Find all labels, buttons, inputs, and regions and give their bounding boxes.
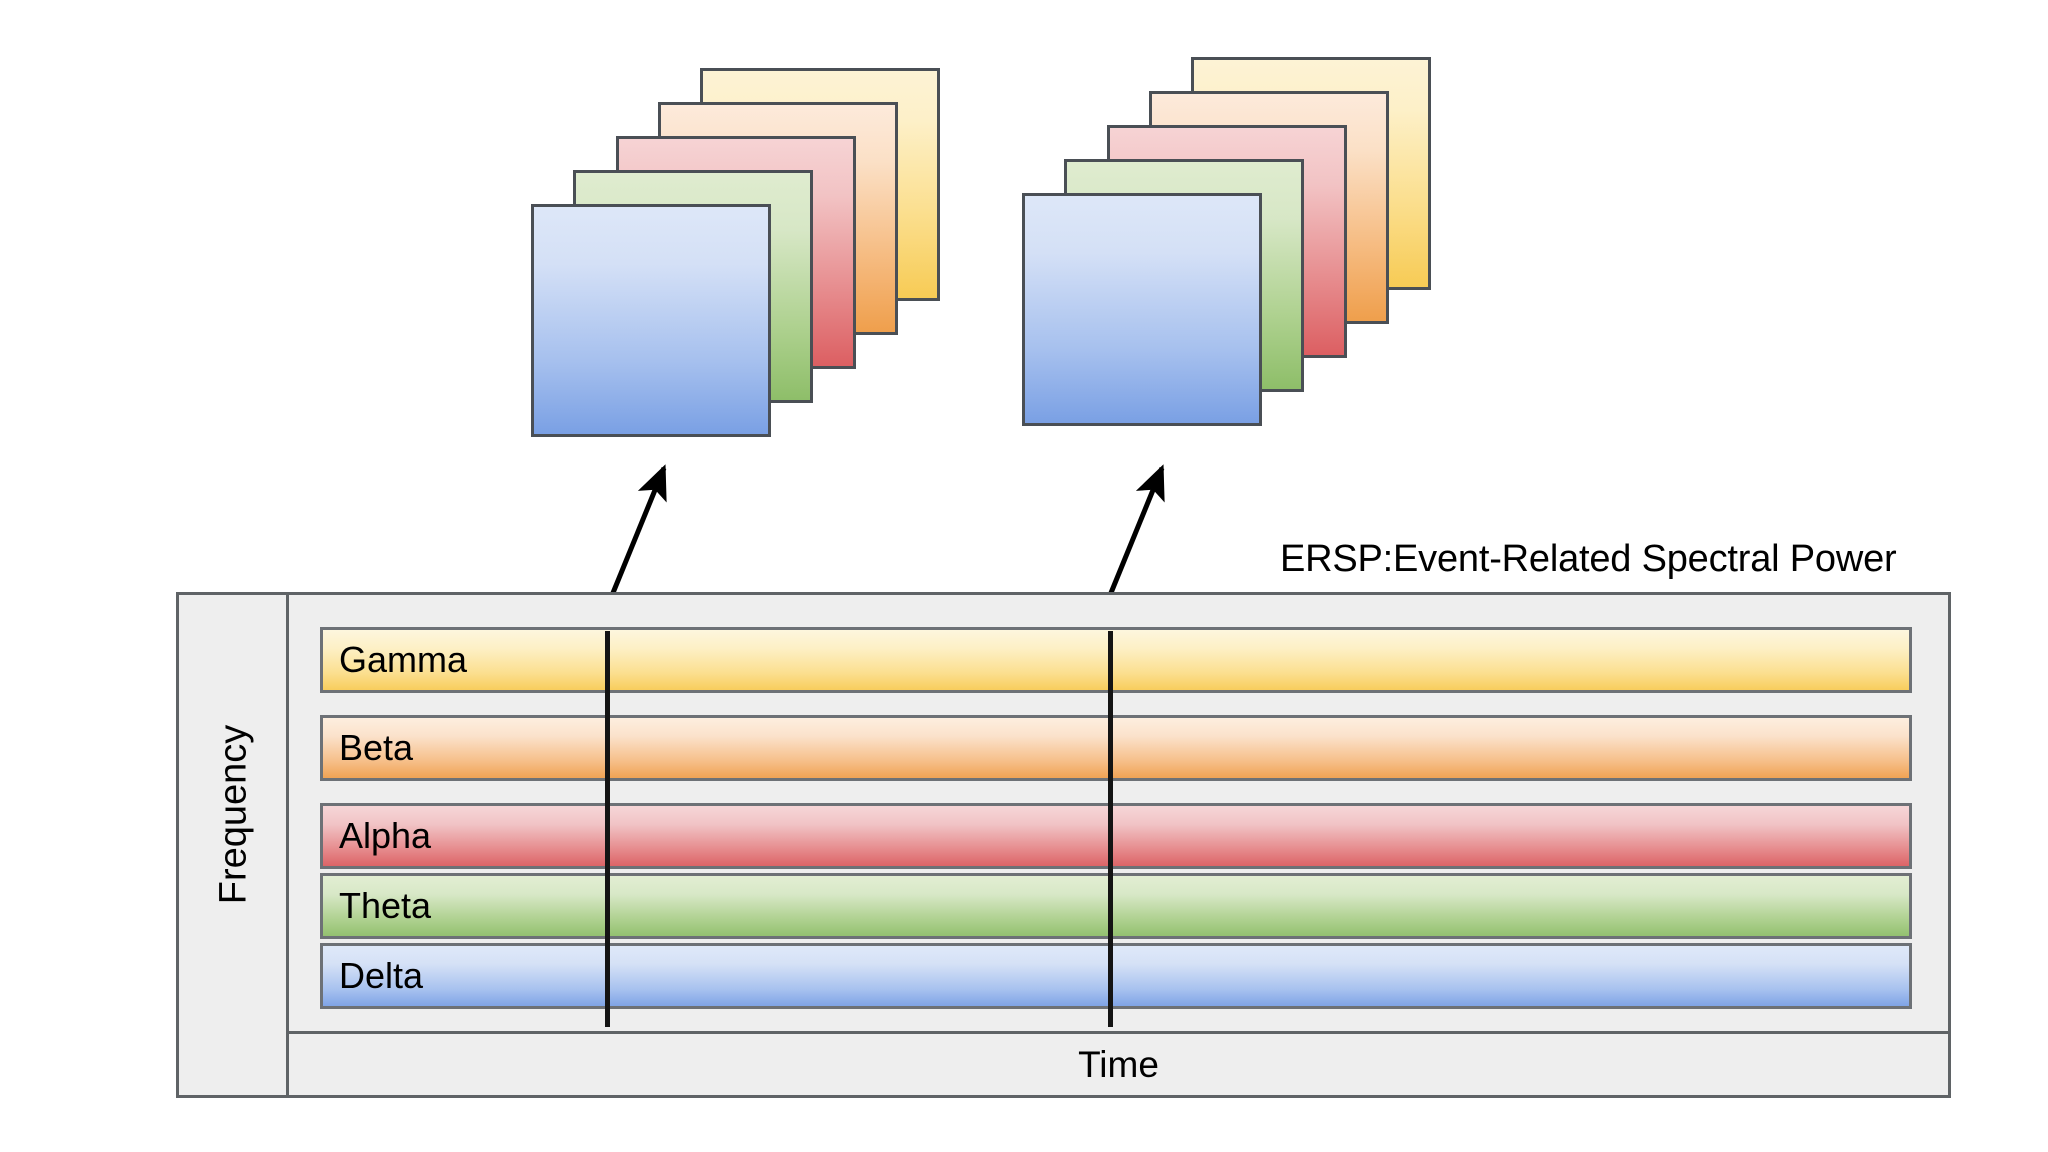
band-gamma[interactable]: Gamma: [320, 627, 1912, 693]
band-alpha[interactable]: Alpha: [320, 803, 1912, 869]
frequency-axis-column: Frequency: [179, 595, 289, 1095]
time-marker-1[interactable]: [605, 631, 610, 1027]
band-alpha-label: Alpha: [339, 815, 432, 856]
band-delta[interactable]: Delta: [320, 943, 1912, 1009]
band-theta[interactable]: Theta: [320, 873, 1912, 939]
frequency-axis-label-wrap: Frequency: [179, 595, 289, 1034]
spectral-snapshot-right: [1022, 57, 1431, 437]
band-beta-label: Beta: [339, 727, 414, 768]
frequency-band-area: Gamma Beta Alpha Theta Delta: [289, 595, 1948, 1034]
spectral-snapshot-left: [531, 68, 940, 448]
ersp-caption: ERSP:Event-Related Spectral Power: [1280, 538, 1897, 580]
arrow-marker2-to-right-stack: [1101, 464, 1165, 611]
band-theta-label: Theta: [339, 885, 432, 926]
arrow-marker1-to-left-stack: [603, 464, 667, 611]
time-axis-label: Time: [1078, 1043, 1159, 1085]
stack-card-delta-right: [1022, 193, 1262, 426]
ersp-frame: Frequency Gamma Beta Alpha Theta Delta: [176, 592, 1951, 1098]
frequency-axis-label: Frequency: [212, 724, 255, 905]
band-gamma-label: Gamma: [339, 639, 468, 680]
band-delta-label: Delta: [339, 955, 424, 996]
band-beta[interactable]: Beta: [320, 715, 1912, 781]
time-axis-row: Time: [289, 1034, 1948, 1095]
time-marker-2[interactable]: [1108, 631, 1113, 1027]
stack-card-delta-left: [531, 204, 771, 437]
